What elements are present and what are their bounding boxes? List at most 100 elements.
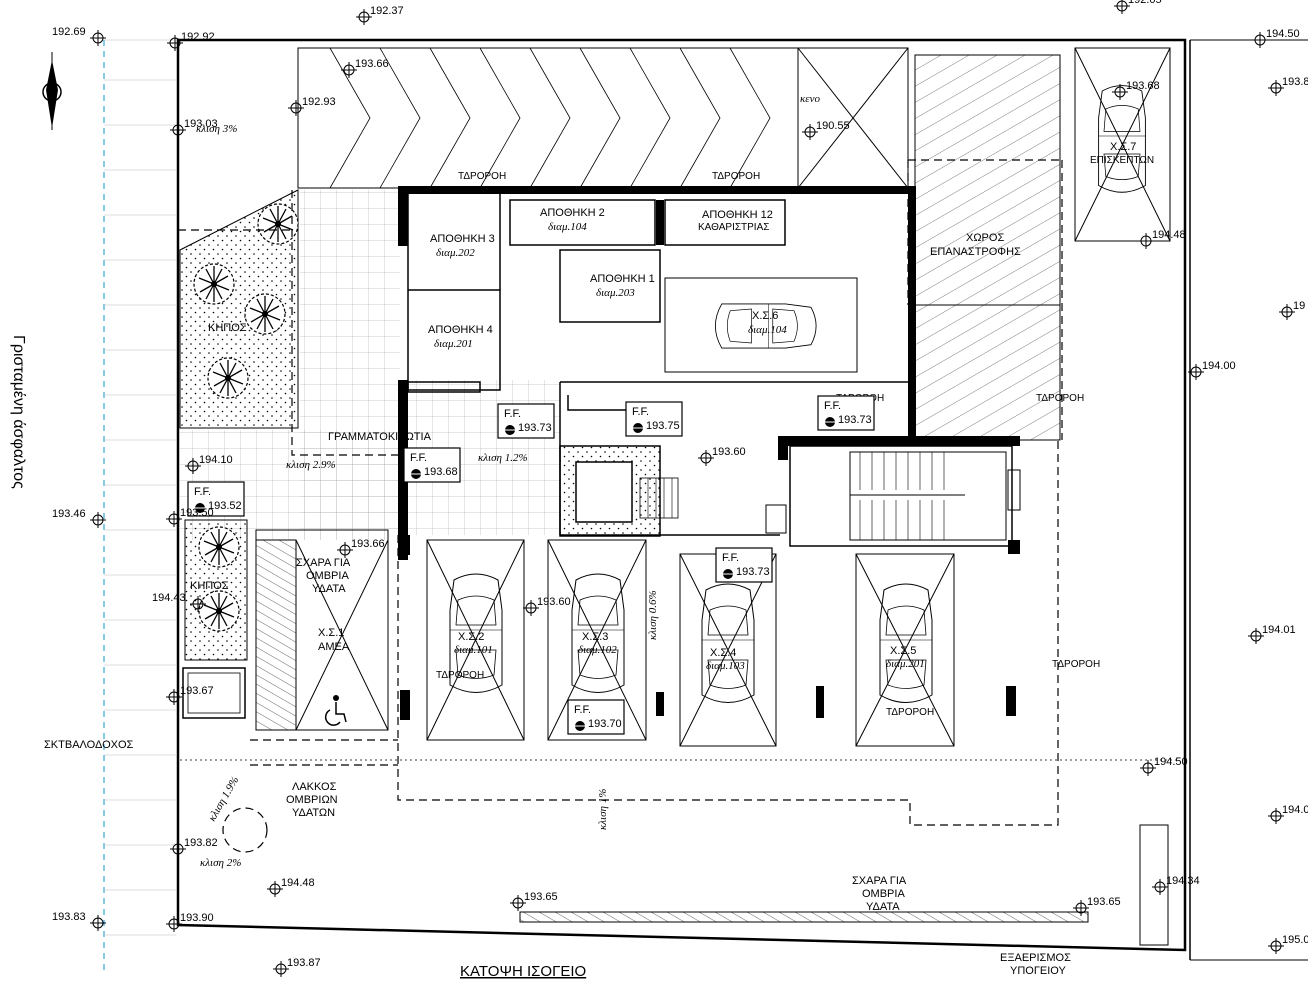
storage12-sub: ΚΑΘΑΡΙΣΤΡΙΑΣ xyxy=(698,222,769,233)
storage3-sub: διαμ.202 xyxy=(436,247,475,259)
elevation-marker: 193.65 xyxy=(1073,896,1121,916)
parking-ps5-sub: διαμ.201 xyxy=(886,658,925,670)
ff-prefix: F.F. xyxy=(504,408,521,420)
ff-level-box: F.F.193.73 xyxy=(497,403,555,439)
elevation-value: 193.60 xyxy=(537,596,571,608)
level-crosshair-icon xyxy=(802,124,818,140)
elevation-marker: 194.43 xyxy=(152,592,206,612)
elevation-value: 195.0 xyxy=(1282,934,1308,946)
ff-value: 193.73 xyxy=(736,566,770,578)
level-crosshair-icon xyxy=(698,450,714,466)
slab-label-5: ΤΔΡΟΡΟΗ xyxy=(436,670,484,681)
level-crosshair-icon xyxy=(1114,0,1130,14)
elevation-value: 192.05 xyxy=(1128,0,1162,6)
ff-prefix: F.F. xyxy=(632,406,649,418)
elevation-marker: 193.83 xyxy=(52,911,106,931)
slab-label-7: ΤΔΡΟΡΟΗ xyxy=(886,707,934,718)
ff-level-box: F.F. 193.75 xyxy=(625,401,683,437)
elevation-value: 193.60 xyxy=(712,446,746,458)
level-crosshair-icon xyxy=(510,895,526,911)
level-marker-icon xyxy=(630,423,646,433)
elevation-marker: 192.37 xyxy=(356,5,404,25)
elevation-marker: 193.66 xyxy=(337,538,385,558)
ff-level-box: F.F.193.68 xyxy=(403,447,461,483)
slope-6: κλιση 1.9% xyxy=(206,774,241,823)
storage4-name: ΑΠΟΘΗΚΗ 4 xyxy=(428,324,493,336)
elevation-value: 194.00 xyxy=(1202,360,1236,372)
ff-level-box: F.F.193.70 xyxy=(567,699,625,735)
elevation-value: 193.65 xyxy=(1087,896,1121,908)
elevation-value: 194.01 xyxy=(1262,624,1296,636)
elevation-value: 193.67 xyxy=(180,685,214,697)
slope-2: κλιση 2.9% xyxy=(286,459,336,471)
parking-ps7-sub: ΕΠΙΣΚΕΠΤΩΝ xyxy=(1090,155,1154,166)
parking-ps1-sub: ΑΜΕΑ xyxy=(318,641,350,653)
grate1-line3: ΥΔΑΤΑ xyxy=(312,583,346,595)
elevation-value: 193.50 xyxy=(180,507,214,519)
storage3-name: ΑΠΟΘΗΚΗ 3 xyxy=(430,233,495,245)
level-crosshair-icon xyxy=(170,841,186,857)
elevation-marker: 192.69 xyxy=(52,26,106,46)
storage2-name: ΑΠΟΘΗΚΗ 2 xyxy=(540,207,605,219)
parking-ps6-sub: διαμ.104 xyxy=(748,324,787,336)
elevation-marker: 193.68 xyxy=(1112,80,1160,100)
level-crosshair-icon xyxy=(1268,808,1284,824)
turn-area-line2: ΕΠΑΝΑΣΤΡΟΦΗΣ xyxy=(930,246,1021,258)
elevation-marker: 194.0 xyxy=(1268,804,1308,824)
level-crosshair-icon xyxy=(356,9,372,25)
elevation-value: 194.34 xyxy=(1166,875,1200,887)
ff-level-box: F.F.193.52 xyxy=(187,481,245,517)
level-crosshair-icon xyxy=(90,30,106,46)
elevation-value: 192.37 xyxy=(370,5,404,17)
level-crosshair-icon xyxy=(337,542,353,558)
vent-line1: ΕΞΑΕΡΙΣΜΟΣ xyxy=(1000,952,1071,964)
elevation-value: 193.90 xyxy=(180,912,214,924)
elevation-marker: 194.50 xyxy=(1140,756,1188,776)
elevation-value: 193.65 xyxy=(524,891,558,903)
ff-value: 193.75 xyxy=(646,420,680,432)
level-marker-icon xyxy=(408,469,424,479)
level-crosshair-icon xyxy=(166,689,182,705)
level-crosshair-icon xyxy=(1152,879,1168,895)
storage2-sub: διαμ.104 xyxy=(548,221,587,233)
parking-ps2-name: Χ.Σ.2 xyxy=(458,631,484,643)
level-crosshair-icon xyxy=(288,100,304,116)
level-crosshair-icon xyxy=(185,458,201,474)
slope-5: κλιση 1% xyxy=(597,789,609,830)
elevation-marker: 193.82 xyxy=(170,837,218,857)
elevation-value: 194.43 xyxy=(152,592,186,604)
bin-label: ΣΚΤΒΑΛΟΔΟΧΟΣ xyxy=(44,739,134,751)
elevation-value: 194.10 xyxy=(199,454,233,466)
elevation-marker: 194.01 xyxy=(1248,624,1296,644)
level-crosshair-icon xyxy=(1268,938,1284,954)
garden2-label: ΚΗΠΟΣ xyxy=(190,580,229,592)
street-label: Γρισταμένη άσφαλτος xyxy=(10,335,27,489)
elevation-marker: 193.90 xyxy=(166,912,214,932)
elevation-value: 194.48 xyxy=(281,877,315,889)
storage4-sub: διαμ.201 xyxy=(434,338,473,350)
elevation-marker: 193.50 xyxy=(166,507,214,527)
level-crosshair-icon xyxy=(1138,233,1154,249)
elevation-value: 192.92 xyxy=(181,31,215,43)
elevation-value: 194.50 xyxy=(1266,28,1300,40)
elevation-value: 193.83 xyxy=(52,911,86,923)
elevation-value: 193.8 xyxy=(1282,76,1308,88)
elevation-marker: 194.48 xyxy=(1138,229,1186,249)
void-label: κενο xyxy=(800,93,820,105)
parking-ps7-name: Χ.Σ.7 xyxy=(1110,141,1136,153)
level-crosshair-icon xyxy=(170,122,186,138)
ff-prefix: F.F. xyxy=(722,552,739,564)
level-marker-icon xyxy=(822,417,838,427)
level-crosshair-icon xyxy=(1248,628,1264,644)
elevation-marker: 193.66 xyxy=(341,58,389,78)
level-crosshair-icon xyxy=(523,600,539,616)
elevation-value: 194.0 xyxy=(1282,804,1308,816)
elevation-marker: 194.00 xyxy=(1188,360,1236,380)
elevation-marker: 193.60 xyxy=(523,596,571,616)
elevation-marker: 193.03 xyxy=(170,118,218,138)
rain-pit-line1: ΛΑΚΚΟΣ xyxy=(292,781,337,793)
elevation-marker: 194.48 xyxy=(267,877,315,897)
storage1-sub: διαμ.203 xyxy=(596,287,635,299)
elevation-value: 193.66 xyxy=(355,58,389,70)
level-marker-icon xyxy=(502,425,518,435)
